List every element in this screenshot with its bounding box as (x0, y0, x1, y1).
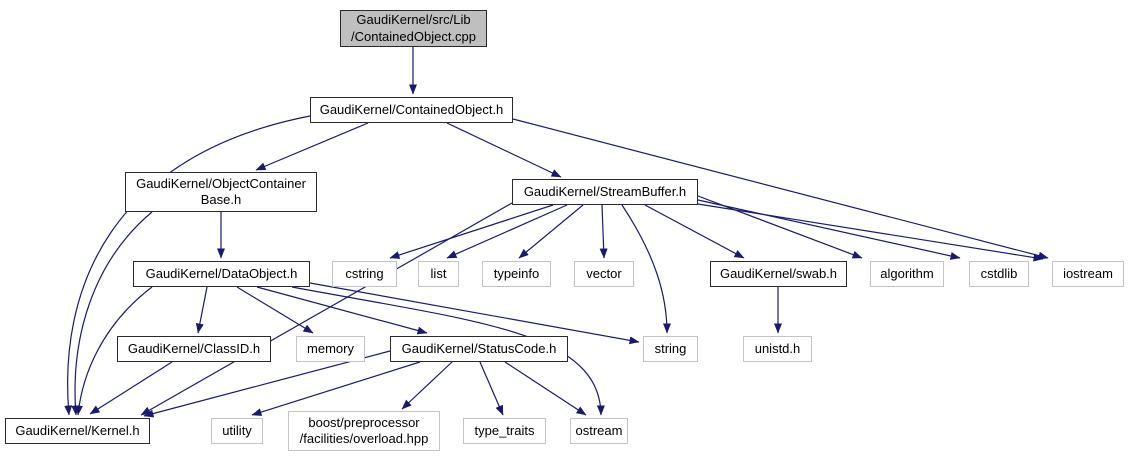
node-label: GaudiKernel/StatusCode.h (401, 340, 557, 356)
node-algorithm: algorithm (870, 261, 944, 287)
node-cstdlib: cstdlib (969, 261, 1029, 287)
node-list: list (418, 261, 459, 287)
node-label: /ContainedObject.cpp (350, 28, 477, 44)
node-unistd: unistd.h (743, 336, 812, 362)
node-kernel[interactable]: GaudiKernel/Kernel.h (5, 418, 150, 444)
edge-dataobject-to-ostream (291, 286, 605, 416)
node-streambuffer[interactable]: GaudiKernel/StreamBuffer.h (512, 179, 698, 205)
edge-streambuffer-to-cstdlib (697, 199, 961, 260)
node-label: Base.h (200, 192, 242, 207)
node-label: GaudiKernel/src/Lib (356, 12, 471, 28)
node-swab[interactable]: GaudiKernel/swab.h (710, 261, 847, 287)
node-memory: memory (296, 336, 365, 362)
edge-streambuffer-to-swab (644, 204, 745, 259)
node-ostream: ostream (570, 418, 628, 444)
node-cpp[interactable]: GaudiKernel/src/Lib/ContainedObject.cpp (340, 10, 487, 47)
edge-statuscode-to-type_traits (479, 361, 504, 416)
edge-streambuffer-to-kernel (140, 202, 513, 416)
edge-dataobject-to-memory (236, 286, 314, 334)
edge-dataobject-to-classid (195, 286, 208, 334)
node-label: algorithm (880, 265, 934, 281)
node-label: GaudiKernel/ObjectContainer (136, 175, 306, 191)
edge-statuscode-to-boost_overload (401, 361, 453, 410)
node-contained_h[interactable]: GaudiKernel/ContainedObject.h (310, 97, 513, 123)
edge-dataobject-to-statuscode (256, 286, 428, 335)
node-label: vector (586, 265, 622, 281)
node-label: boost/preprocessor (308, 414, 420, 430)
node-classid[interactable]: GaudiKernel/ClassID.h (117, 336, 271, 362)
node-label: ostream (575, 422, 623, 438)
node-label: GaudiKernel/ContainedObject.h (319, 101, 504, 117)
node-label: string (654, 340, 687, 356)
node-statuscode[interactable]: GaudiKernel/StatusCode.h (390, 336, 568, 362)
edge-objcontainer-to-kernel (71, 211, 153, 416)
node-label: cstdlib (980, 265, 1018, 281)
edge-streambuffer-to-list (446, 204, 568, 259)
edge-streambuffer-to-cstring (389, 204, 554, 259)
edge-contained_h-to-iostream (512, 118, 1049, 260)
node-label: typeinfo (493, 265, 540, 281)
node-label: GaudiKernel/ClassID.h (127, 340, 261, 356)
edge-dataobject-to-string (309, 282, 640, 345)
node-label: GaudiKernel/StreamBuffer.h (523, 183, 687, 199)
node-label: unistd.h (754, 340, 801, 356)
node-typeinfo: typeinfo (482, 261, 551, 287)
edge-streambuffer-to-iostream (697, 203, 1044, 262)
node-cstring: cstring (332, 261, 397, 287)
node-label: memory (307, 340, 354, 356)
edge-contained_h-to-kernel (64, 115, 311, 416)
node-label: cstring (345, 265, 384, 281)
node-vector: vector (574, 261, 634, 287)
edge-contained_h-to-streambuffer (446, 122, 562, 178)
node-label: /facilities/overload.hpp (299, 431, 429, 446)
node-string: string (643, 336, 698, 362)
node-label: list (430, 265, 447, 281)
node-label: GaudiKernel/DataObject.h (145, 265, 298, 281)
node-dataobject[interactable]: GaudiKernel/DataObject.h (133, 261, 310, 287)
node-label: type_traits (474, 422, 535, 438)
node-iostream: iostream (1052, 261, 1124, 287)
edge-classid-to-kernel (89, 361, 173, 415)
node-label: utility (222, 422, 252, 438)
edge-contained_h-to-objcontainer (255, 122, 369, 171)
node-label: iostream (1063, 265, 1113, 281)
node-label: GaudiKernel/swab.h (719, 265, 838, 281)
node-type_traits: type_traits (463, 418, 546, 444)
edge-streambuffer-to-string (621, 204, 671, 334)
edge-statuscode-to-ostream (504, 361, 587, 416)
node-utility: utility (211, 418, 263, 444)
edge-streambuffer-to-vector (599, 204, 608, 259)
node-boost_overload: boost/preprocessor/facilities/overload.h… (288, 411, 440, 451)
edge-dataobject-to-kernel (74, 286, 153, 416)
node-label: GaudiKernel/Kernel.h (15, 422, 140, 438)
edge-streambuffer-to-typeinfo (518, 204, 584, 259)
edge-statuscode-to-utility (251, 361, 421, 416)
